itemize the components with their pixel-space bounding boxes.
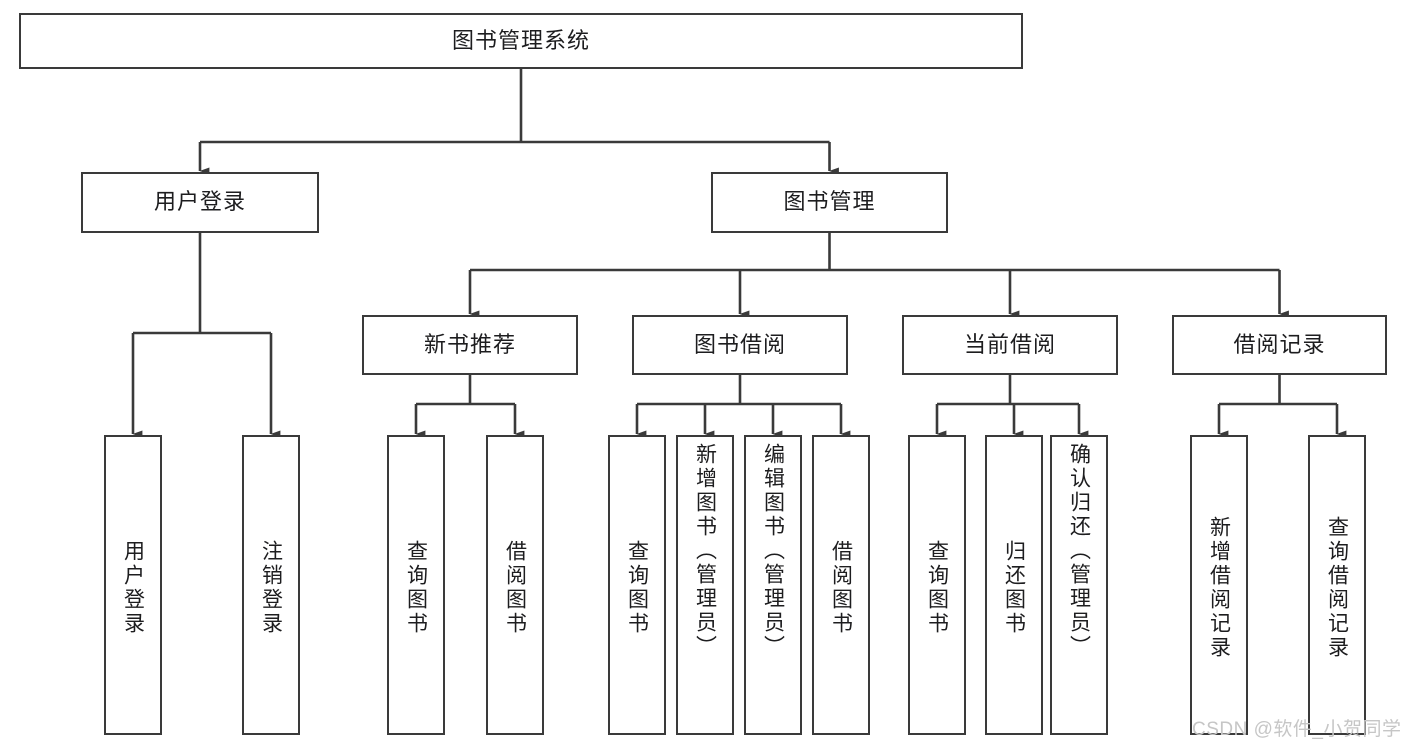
node-level2-0-label: 用户登录 — [153, 189, 246, 215]
node-leaf-2[interactable]: 查询图书 — [387, 435, 445, 735]
node-leaf-1-label: 注销登录 — [259, 540, 283, 636]
node-level3-1[interactable]: 图书借阅 — [632, 315, 848, 375]
node-leaf-3-label: 借阅图书 — [503, 540, 527, 636]
node-level3-0-label: 新书推荐 — [423, 331, 516, 357]
node-level3-2[interactable]: 当前借阅 — [902, 315, 1118, 375]
node-level3-1-label: 图书借阅 — [693, 331, 786, 357]
node-leaf-9[interactable]: 归还图书 — [985, 435, 1043, 735]
node-leaf-10[interactable]: 确认归还（管理员） — [1050, 435, 1108, 735]
node-leaf-6-label: 编辑图书（管理员） — [761, 443, 785, 659]
node-root-label: 图书管理系统 — [451, 27, 590, 53]
node-leaf-3[interactable]: 借阅图书 — [486, 435, 544, 735]
node-leaf-2-label: 查询图书 — [404, 540, 428, 636]
node-leaf-4[interactable]: 查询图书 — [608, 435, 666, 735]
watermark: CSDN @软件_小贺同学 — [1192, 719, 1402, 740]
node-level2-1[interactable]: 图书管理 — [711, 172, 948, 233]
node-level3-3-label: 借阅记录 — [1233, 331, 1326, 357]
node-level2-1-label: 图书管理 — [783, 189, 876, 215]
node-leaf-6[interactable]: 编辑图书（管理员） — [744, 435, 802, 735]
node-root[interactable]: 图书管理系统 — [19, 13, 1023, 69]
node-level2-0[interactable]: 用户登录 — [81, 172, 319, 233]
node-leaf-12-label: 查询借阅记录 — [1325, 516, 1349, 660]
node-leaf-8-label: 查询图书 — [925, 540, 949, 636]
node-leaf-4-label: 查询图书 — [625, 540, 649, 636]
node-leaf-0[interactable]: 用户登录 — [104, 435, 162, 735]
node-leaf-0-label: 用户登录 — [121, 540, 145, 636]
node-leaf-9-label: 归还图书 — [1002, 540, 1026, 636]
node-level3-3[interactable]: 借阅记录 — [1172, 315, 1387, 375]
node-leaf-11-label: 新增借阅记录 — [1207, 516, 1231, 660]
node-leaf-12[interactable]: 查询借阅记录 — [1308, 435, 1366, 735]
node-level3-0[interactable]: 新书推荐 — [362, 315, 578, 375]
node-leaf-8[interactable]: 查询图书 — [908, 435, 966, 735]
node-leaf-1[interactable]: 注销登录 — [242, 435, 300, 735]
node-leaf-5[interactable]: 新增图书（管理员） — [676, 435, 734, 735]
node-leaf-11[interactable]: 新增借阅记录 — [1190, 435, 1248, 735]
node-leaf-7-label: 借阅图书 — [829, 540, 853, 636]
node-leaf-10-label: 确认归还（管理员） — [1067, 443, 1091, 659]
node-leaf-5-label: 新增图书（管理员） — [693, 443, 717, 659]
node-leaf-7[interactable]: 借阅图书 — [812, 435, 870, 735]
node-level3-2-label: 当前借阅 — [963, 331, 1056, 357]
